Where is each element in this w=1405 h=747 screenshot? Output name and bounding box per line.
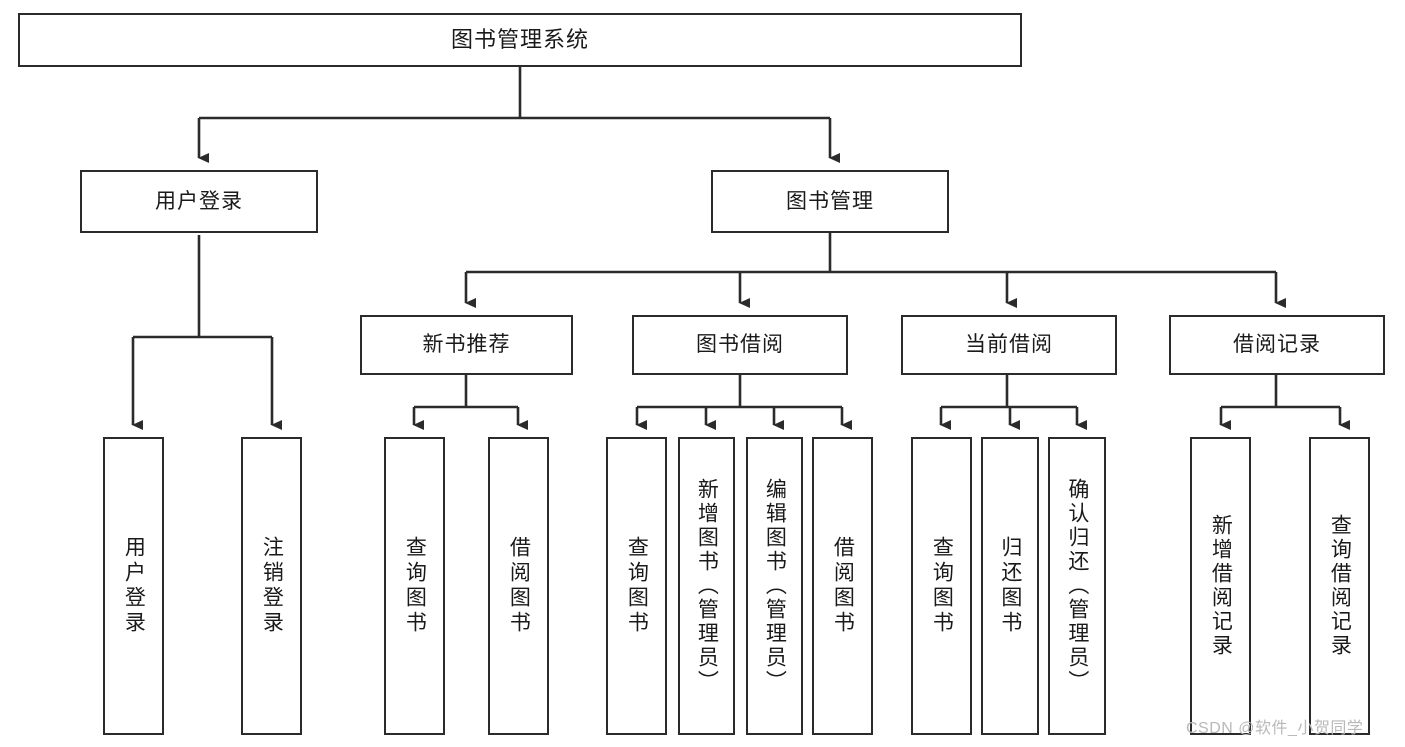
leaf-borrow-book-newbook[interactable]: 借阅图书 (488, 437, 549, 735)
node-book-borrow[interactable]: 图书借阅 (632, 315, 848, 375)
node-borrow-record[interactable]: 借阅记录 (1169, 315, 1385, 375)
leaf-query-book-newbook[interactable]: 查询图书 (384, 437, 445, 735)
node-label: 当前借阅 (965, 333, 1053, 357)
leaf-query-borrow-record[interactable]: 查询借阅记录 (1309, 437, 1370, 735)
leaf-label: 新增借阅记录 (1209, 514, 1233, 658)
leaf-user-login[interactable]: 用户登录 (103, 437, 164, 735)
node-root-system[interactable]: 图书管理系统 (18, 13, 1022, 67)
leaf-label: 查询图书 (403, 536, 427, 636)
leaf-label: 查询图书 (625, 536, 649, 636)
leaf-edit-book-admin[interactable]: 编辑图书（管理员） (746, 437, 803, 735)
leaf-label: 用户登录 (122, 536, 146, 636)
leaf-label: 编辑图书（管理员） (763, 478, 787, 694)
leaf-query-book-current[interactable]: 查询图书 (911, 437, 972, 735)
node-new-book-recommend[interactable]: 新书推荐 (360, 315, 573, 375)
node-label: 新书推荐 (422, 333, 511, 357)
leaf-label: 借阅图书 (507, 536, 531, 636)
csdn-watermark: CSDN @软件_小贺同学 (1186, 720, 1364, 737)
leaf-label: 注销登录 (260, 536, 284, 636)
leaf-label: 查询借阅记录 (1328, 514, 1352, 658)
node-book-management[interactable]: 图书管理 (711, 170, 949, 233)
node-label: 图书管理系统 (450, 26, 589, 52)
leaf-add-book-admin[interactable]: 新增图书（管理员） (678, 437, 735, 735)
node-user-login[interactable]: 用户登录 (80, 170, 318, 233)
leaf-confirm-return-admin[interactable]: 确认归还（管理员） (1048, 437, 1106, 735)
leaf-label: 归还图书 (998, 536, 1022, 636)
leaf-add-borrow-record[interactable]: 新增借阅记录 (1190, 437, 1251, 735)
node-label: 图书借阅 (696, 333, 784, 357)
leaf-label: 确认归还（管理员） (1065, 478, 1089, 694)
leaf-logout[interactable]: 注销登录 (241, 437, 302, 735)
leaf-label: 新增图书（管理员） (695, 478, 719, 694)
node-label: 图书管理 (786, 189, 874, 213)
leaf-return-book[interactable]: 归还图书 (981, 437, 1039, 735)
node-current-borrow[interactable]: 当前借阅 (901, 315, 1117, 375)
leaf-label: 借阅图书 (831, 536, 855, 636)
leaf-borrow-book[interactable]: 借阅图书 (812, 437, 873, 735)
leaf-query-book-borrow[interactable]: 查询图书 (606, 437, 667, 735)
node-label: 借阅记录 (1233, 333, 1321, 357)
leaf-label: 查询图书 (930, 536, 954, 636)
node-label: 用户登录 (155, 189, 243, 213)
